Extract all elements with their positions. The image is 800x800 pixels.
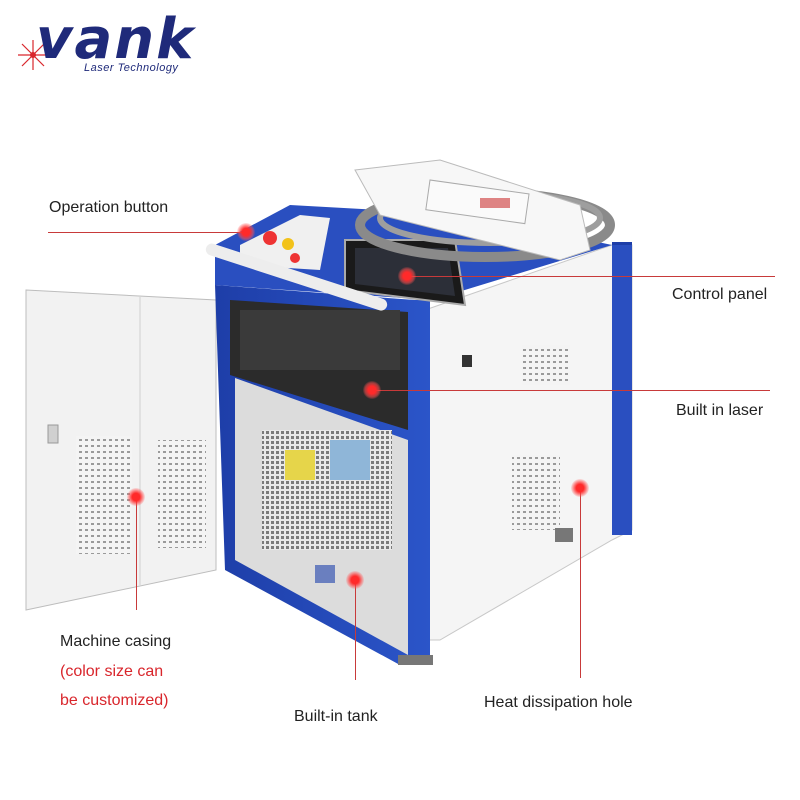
callout-line-heat [580, 488, 581, 678]
machine-front-frame [215, 285, 430, 665]
machine-door [25, 289, 217, 611]
brand-tagline: Laser Technology [84, 62, 179, 74]
laser-star-icon [18, 40, 48, 70]
callout-line-casing [136, 497, 137, 610]
label-operation-button: Operation button [49, 199, 169, 216]
callout-dot-laser [363, 381, 381, 399]
callout-line-operation [48, 232, 246, 233]
callout-dot-operation [237, 223, 255, 241]
callout-dot-casing [127, 488, 145, 506]
callout-line-tank [355, 580, 356, 680]
label-built-in-laser: Built in laser [676, 402, 764, 419]
callout-dot-heat [571, 479, 589, 497]
callout-line-control [407, 276, 775, 277]
callout-line-laser [372, 390, 770, 391]
callout-dot-control [398, 267, 416, 285]
callout-dot-tank [346, 571, 364, 589]
label-built-in-tank: Built-in tank [294, 708, 378, 725]
laser-head-cable [354, 159, 615, 262]
label-heat-dissipation-hole: Heat dissipation hole [484, 694, 633, 711]
machine-casters [398, 528, 573, 665]
label-casing-note-1: (color size can [60, 663, 164, 680]
brand-name: vank [36, 7, 196, 72]
label-casing-note-2: be customized) [60, 692, 169, 709]
label-machine-casing: Machine casing [60, 633, 172, 650]
label-control-panel: Control panel [672, 286, 768, 303]
